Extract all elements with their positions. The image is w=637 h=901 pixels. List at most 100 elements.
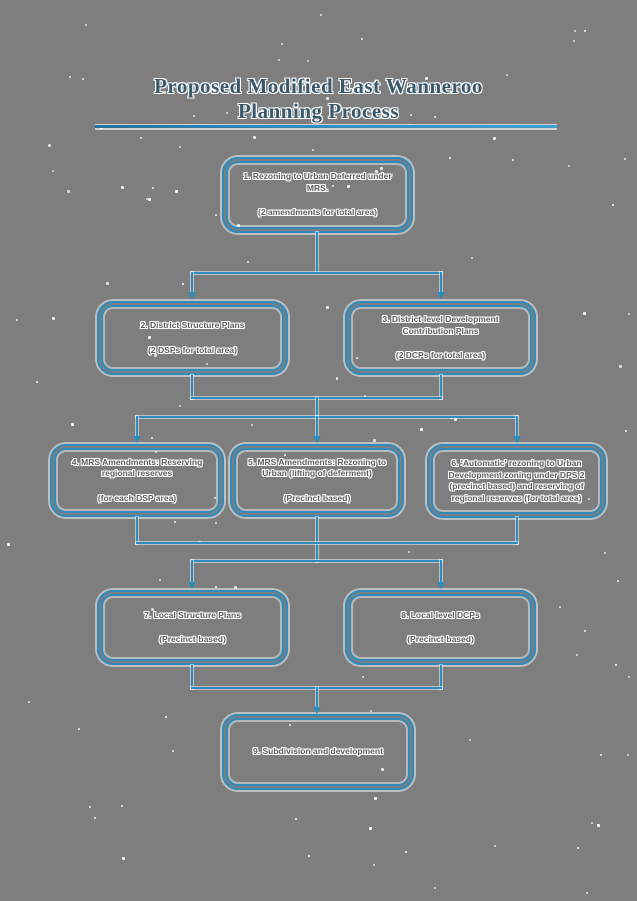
noise-speckle (574, 30, 576, 32)
noise-speckle (374, 797, 377, 800)
box-subtitle: (Precinct-based) (283, 492, 351, 503)
noise-speckle (362, 676, 364, 678)
box-title: 1. Rezoning to Urban Deferred under MRS. (243, 171, 392, 193)
noise-speckle (405, 851, 407, 853)
noise-speckle (175, 190, 178, 193)
noise-speckle (494, 845, 496, 847)
noise-speckle (617, 580, 619, 582)
noise-speckle (121, 805, 123, 807)
noise-speckle (215, 522, 217, 524)
noise-speckle (573, 40, 575, 42)
connector-line-vertical (191, 665, 193, 689)
noise-speckle (336, 378, 338, 380)
noise-speckle (624, 158, 626, 160)
connector-line-vertical (136, 517, 138, 544)
noise-speckle (493, 137, 496, 140)
noise-speckle (89, 806, 91, 808)
arrowhead-down-icon (313, 436, 321, 443)
noise-speckle (584, 630, 586, 632)
noise-speckle (174, 521, 176, 523)
box-title: 4. MRS Amendments: Reserving regional re… (71, 456, 203, 479)
noise-speckle (591, 822, 593, 824)
flow-box-2-district-structure-plans: 2. District Structure Plans (2 DSPs for … (97, 301, 288, 375)
box-title: 6. 'Automatic' rezoning to Urban Develop… (448, 458, 585, 503)
box-subtitle: (2 amendments for total area) (257, 207, 378, 218)
noise-speckle (247, 261, 249, 263)
noise-speckle (253, 136, 256, 139)
connector-line-vertical (516, 517, 518, 544)
noise-speckle (373, 439, 376, 442)
arrowhead-down-icon (513, 436, 521, 443)
noise-speckle (122, 857, 125, 860)
noise-speckle (281, 43, 283, 45)
box-title: 3. District-level Development Contributi… (382, 314, 499, 336)
box-title: 2. District Structure Plans (140, 320, 245, 330)
noise-speckle (179, 405, 181, 407)
noise-speckle (361, 38, 363, 40)
arrowhead-down-icon (313, 707, 321, 714)
noise-speckle (308, 855, 310, 857)
connector-line-vertical (316, 397, 318, 418)
connector-line-horizontal (191, 560, 442, 562)
noise-speckle (52, 170, 54, 172)
noise-speckle (151, 437, 153, 439)
connector-line-vertical (316, 416, 318, 437)
box-title: 8. Local-level DCPs (401, 609, 480, 620)
noise-speckle (576, 654, 578, 656)
noise-speckle (28, 701, 30, 703)
noise-speckle (370, 710, 372, 712)
noise-speckle (628, 313, 630, 315)
noise-speckle (215, 214, 217, 216)
noise-speckle (320, 14, 322, 16)
noise-speckle (78, 728, 80, 730)
noise-speckle (559, 606, 561, 608)
flow-box-6-automatic-rezoning: 6. 'Automatic' rezoning to Urban Develop… (427, 444, 606, 518)
page-title: Proposed Modified East Wanneroo Planning… (0, 74, 637, 124)
noise-speckle (106, 282, 109, 285)
connector-line-horizontal (136, 542, 518, 544)
connector-line-vertical (191, 272, 193, 293)
flow-box-4-mrs-reserving-reserves: 4. MRS Amendments: Reserving regional re… (50, 444, 224, 517)
flow-box-5-mrs-rezoning-urban: 5. MRS Amendments: Rezoning to Urban (li… (230, 444, 404, 517)
noise-speckle (307, 60, 309, 62)
noise-speckle (584, 30, 586, 32)
noise-speckle (619, 365, 622, 368)
noise-speckle (140, 137, 142, 139)
noise-speckle (312, 149, 314, 151)
noise-speckle (420, 428, 423, 431)
noise-speckle (583, 312, 586, 315)
connector-line-vertical (516, 416, 518, 437)
noise-speckle (182, 283, 184, 285)
arrowhead-down-icon (437, 582, 445, 589)
noise-speckle (586, 892, 588, 894)
noise-speckle (146, 198, 148, 200)
connector-line-vertical (440, 665, 442, 689)
noise-speckle (597, 824, 600, 827)
page-title-line1: Proposed Modified East Wanneroo (154, 74, 483, 98)
noise-speckle (121, 186, 124, 189)
box-subtitle: (2 DCPs for total area) (395, 350, 486, 361)
noise-speckle (369, 827, 372, 830)
flow-box-8-local-level-dcps: 8. Local-level DCPs (Precinct-based) (345, 590, 536, 665)
connector-line-horizontal (191, 272, 442, 274)
connector-line-vertical (136, 416, 138, 437)
noise-speckle (159, 579, 161, 581)
noise-speckle (604, 552, 606, 554)
flow-box-7-local-structure-plans: 7. Local Structure Plans (Precinct-based… (97, 590, 288, 665)
noise-speckle (251, 424, 253, 426)
connector-line-vertical (191, 375, 193, 399)
connector-line-vertical (316, 517, 318, 562)
flow-box-3-district-dcp: 3. District-level Development Contributi… (345, 301, 536, 375)
noise-speckle (612, 204, 614, 206)
noise-speckle (577, 847, 579, 849)
flow-box-1-rezoning-urban-deferred: 1. Rezoning to Urban Deferred under MRS.… (222, 157, 413, 233)
arrowhead-down-icon (133, 436, 141, 443)
noise-speckle (52, 317, 55, 320)
connector-line-vertical (191, 560, 193, 583)
noise-speckle (67, 190, 70, 193)
flow-box-9-subdivision-development: 9. Subdivision and development (222, 714, 414, 790)
noise-speckle (234, 586, 237, 589)
noise-speckle (295, 818, 297, 820)
noise-speckle (600, 754, 602, 756)
